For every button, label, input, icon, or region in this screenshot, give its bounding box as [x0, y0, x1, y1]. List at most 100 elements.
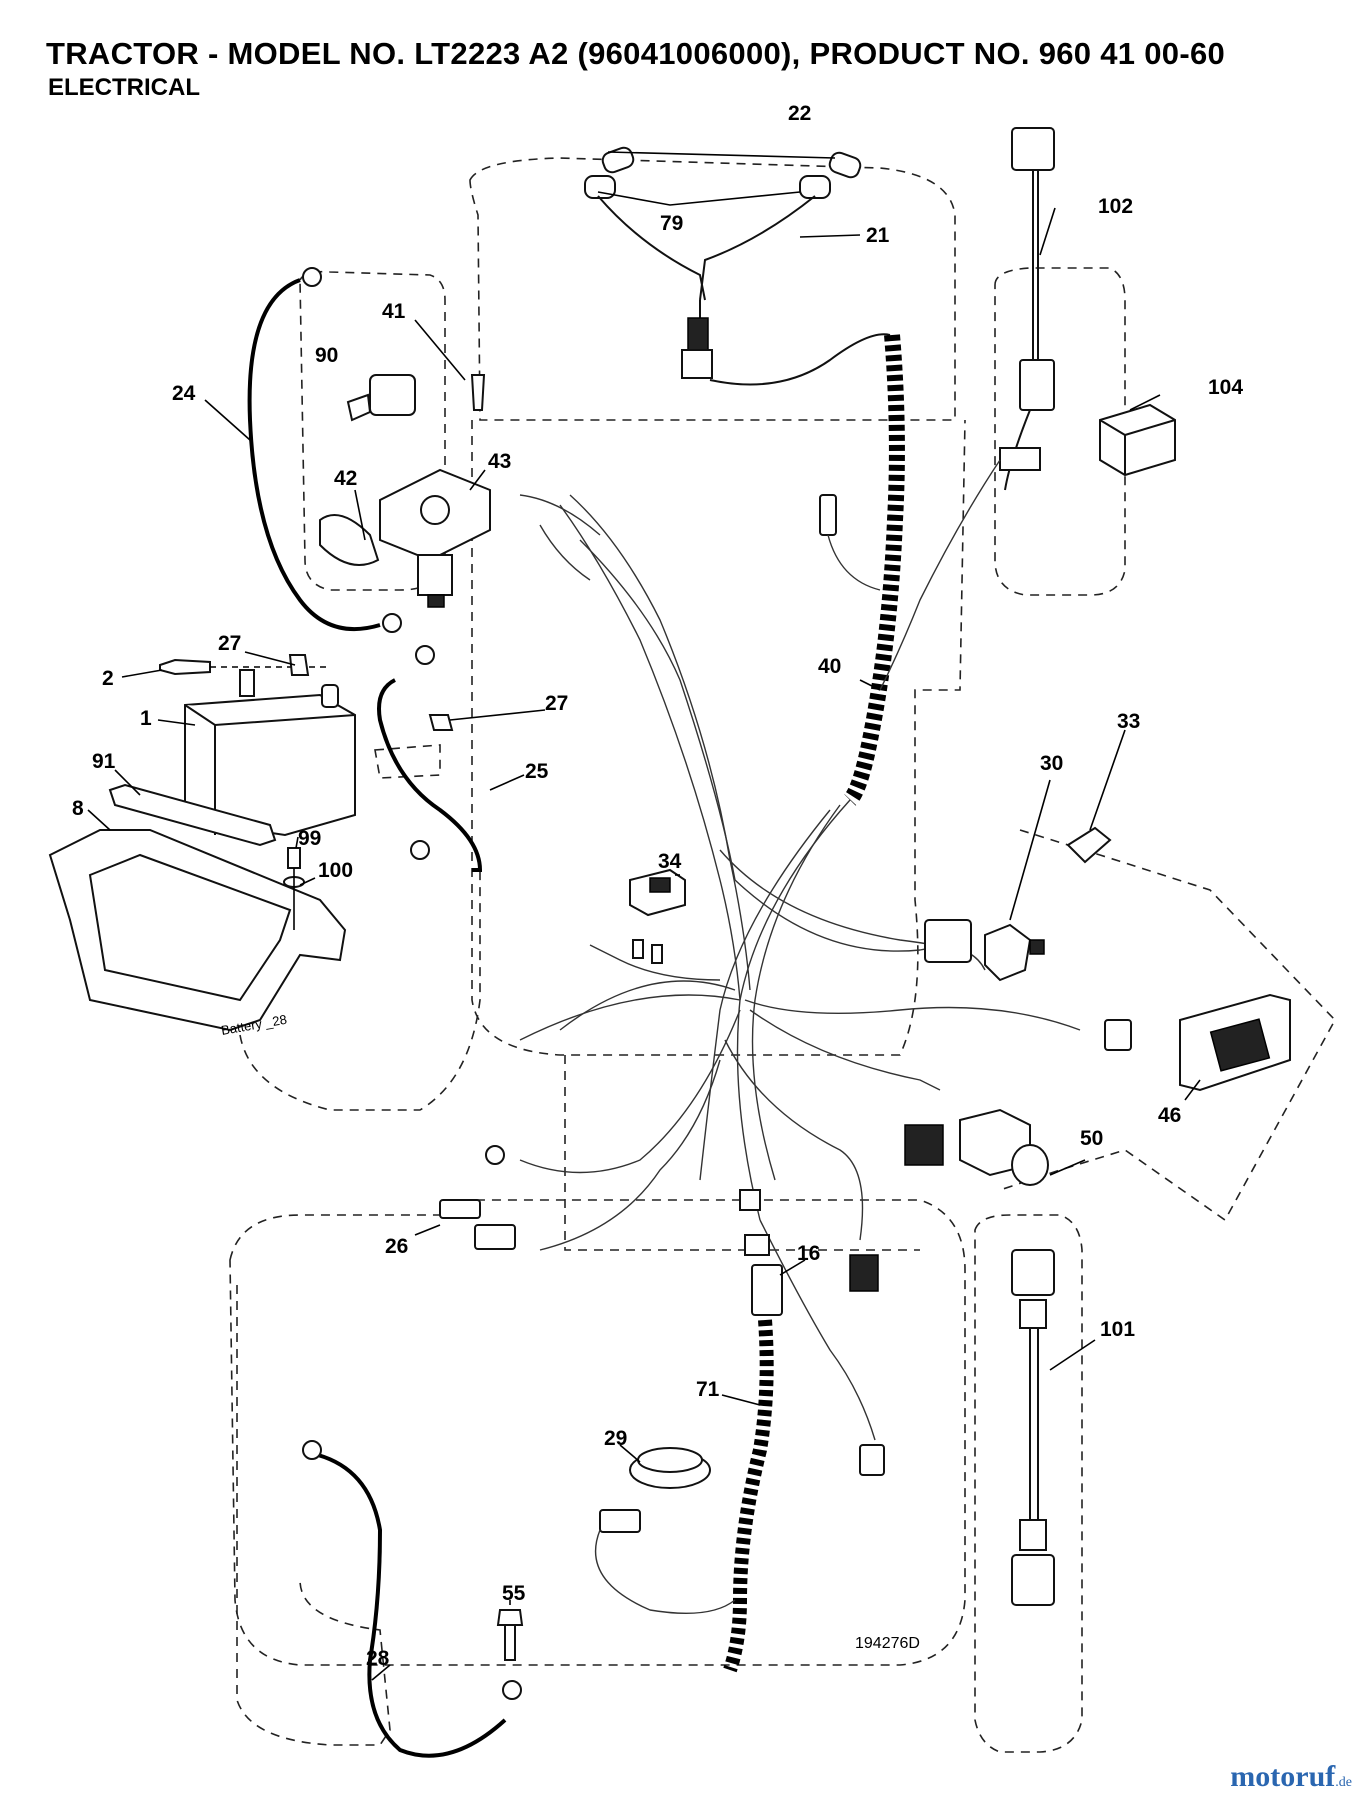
- connector-plug: [859, 1444, 885, 1476]
- grommet-lead: [595, 1529, 736, 1614]
- pto-switch-50: [959, 1108, 1049, 1186]
- battery-1: [184, 669, 356, 837]
- left-lower-outline: [229, 1199, 966, 1666]
- ignition-connector: [924, 919, 972, 963]
- connector-102: [879, 127, 1055, 691]
- harness-area-outline: [374, 744, 441, 779]
- connector-26: [474, 1224, 516, 1250]
- callout-102: 102: [1098, 195, 1133, 218]
- wire-conduit-40: [843, 334, 905, 806]
- connector-26: [439, 1199, 481, 1219]
- callout-25: 25: [525, 760, 549, 783]
- boot-42: [319, 514, 380, 566]
- connector-lead: [827, 534, 881, 591]
- callout-100: 100: [318, 859, 353, 882]
- ground-cable-28: [317, 1453, 507, 1758]
- ring-terminal: [502, 1680, 522, 1700]
- harness-plug: [681, 349, 713, 379]
- ignition-switch-30: [984, 923, 1045, 982]
- callout-101: 101: [1100, 1318, 1135, 1341]
- relay-104: [1099, 403, 1176, 477]
- headlight-bulbs: [584, 146, 862, 199]
- drawing-number: 194276D: [855, 1635, 920, 1652]
- connector-plug: [739, 1189, 761, 1211]
- ring-terminal: [415, 645, 435, 665]
- callout-55: 55: [502, 1582, 526, 1605]
- screw-99: [287, 847, 301, 869]
- ring-terminal: [302, 267, 322, 287]
- callout-27-top: 27: [218, 632, 241, 655]
- callout-46: 46: [1158, 1104, 1181, 1127]
- callout-1: 1: [140, 707, 152, 730]
- callout-41: 41: [382, 300, 406, 323]
- grommet-29: [629, 1447, 711, 1489]
- page-subtitle: ELECTRICAL: [48, 74, 200, 101]
- headlight-harness-21: [597, 195, 816, 330]
- connector-plug: [819, 494, 837, 536]
- watermark-brand: motoruf: [1230, 1760, 1336, 1793]
- ring-terminal: [410, 840, 430, 860]
- ground-cable-25: [377, 678, 483, 872]
- callout-22: 22: [788, 102, 811, 125]
- battery-tray-8: [48, 829, 347, 1032]
- callout-99: 99: [298, 827, 321, 850]
- bolt-55: [496, 1609, 524, 1661]
- callout-34: 34: [658, 850, 682, 873]
- nut-27-top: [288, 654, 310, 676]
- upper-panel-outline: [469, 157, 956, 421]
- callout-26: 26: [385, 1235, 408, 1258]
- connector-block: [849, 1254, 879, 1292]
- connector-block: [904, 1124, 944, 1166]
- callout-90: 90: [315, 344, 338, 367]
- battery-tray-outline: [239, 870, 481, 1111]
- connector-plug: [1104, 1019, 1132, 1051]
- connector-plug: [599, 1509, 641, 1533]
- switch-34: [629, 868, 686, 964]
- callout-71: 71: [696, 1378, 720, 1401]
- callout-30: 30: [1040, 752, 1063, 775]
- callout-28: 28: [366, 1647, 390, 1670]
- dash-body-outline: [471, 419, 966, 1056]
- callout-27: 27: [545, 692, 568, 715]
- watermark-tld: .de: [1335, 1775, 1352, 1790]
- screw-41: [470, 374, 486, 411]
- callout-79: 79: [660, 212, 683, 235]
- page-title: TRACTOR - MODEL NO. LT2223 A2 (960410060…: [46, 36, 1226, 71]
- watermark: motoruf.de: [1230, 1760, 1352, 1794]
- seat-switch-46: [1179, 993, 1291, 1092]
- left-bottom-outline: [236, 1285, 391, 1746]
- center-box-outline: [564, 1055, 920, 1251]
- callout-42: 42: [334, 467, 357, 490]
- hold-down-strap-91: [108, 783, 277, 847]
- callout-43: 43: [488, 450, 511, 473]
- connector-16: [751, 1264, 783, 1316]
- ring-terminal: [382, 613, 402, 633]
- harness-connector: [687, 317, 709, 351]
- harness-lead: [709, 333, 891, 386]
- callout-leaders: [87, 151, 1201, 1681]
- callout-104: 104: [1208, 376, 1243, 399]
- callout-24: 24: [172, 382, 196, 405]
- solenoid-43: [379, 468, 491, 608]
- callout-8: 8: [72, 797, 84, 820]
- callout-16: 16: [797, 1242, 820, 1265]
- key-33: [1066, 826, 1112, 864]
- callout-40: 40: [818, 655, 841, 678]
- callout-91: 91: [92, 750, 116, 773]
- nut-27: [428, 714, 454, 731]
- battery-cable-24: [247, 278, 381, 632]
- ring-terminal: [302, 1440, 322, 1460]
- main-wire-harness: [519, 494, 1081, 1441]
- ring-terminal: [485, 1145, 505, 1165]
- bolt-2: [159, 658, 211, 676]
- callout-33: 33: [1117, 710, 1140, 733]
- callout-2: 2: [102, 667, 114, 690]
- boot-90: [369, 374, 416, 416]
- boot-90-stem: [346, 393, 372, 422]
- wire-conduit-71: [723, 1319, 774, 1673]
- connector-plug: [744, 1234, 770, 1256]
- callout-29: 29: [604, 1427, 627, 1450]
- callout-50: 50: [1080, 1127, 1103, 1150]
- lead-101: [1011, 1249, 1055, 1606]
